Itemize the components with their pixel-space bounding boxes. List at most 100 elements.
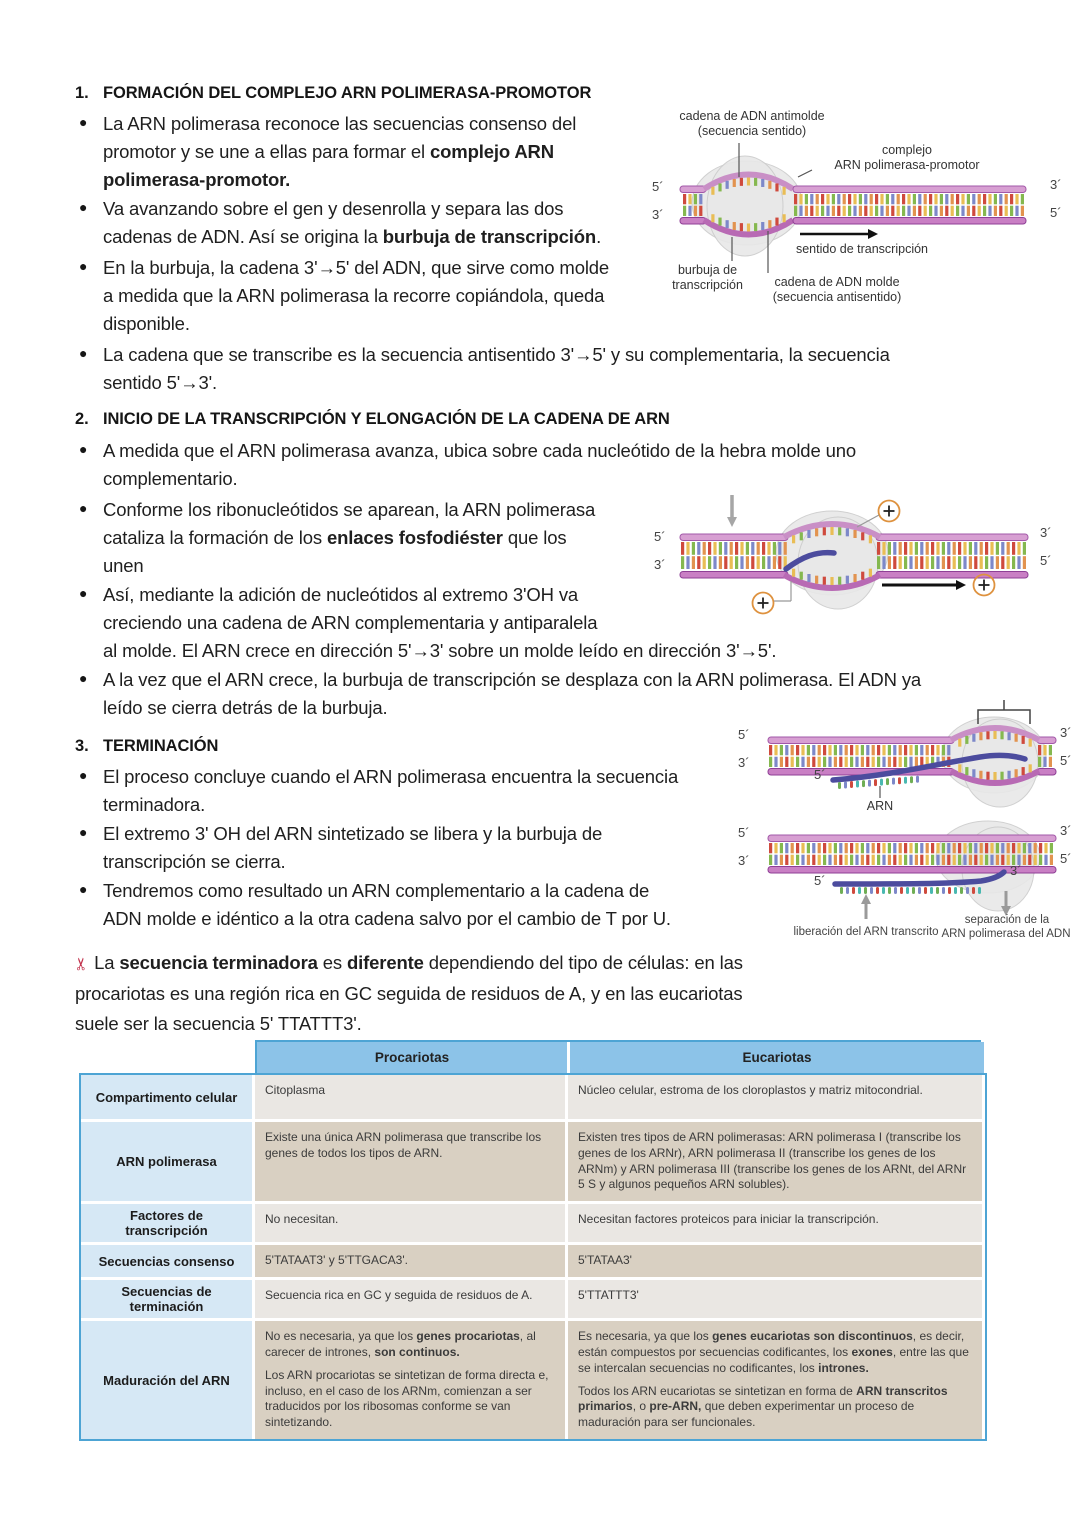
row-label: Factores de transcripción — [81, 1204, 252, 1243]
bullet-text: El extremo 3' OH del ARN sintetizado se … — [103, 823, 603, 872]
cell-eucariotas: 5'TATAA3' — [568, 1245, 982, 1278]
bullet-text: Conforme los ribonucleótidos se aparean,… — [103, 499, 596, 576]
cell-eucariotas: Núcleo celular, estroma de los cloroplas… — [568, 1075, 982, 1119]
bullet-text: El proceso concluye cuando el ARN polime… — [103, 766, 679, 815]
bullet-dot: ● — [79, 767, 88, 783]
bullet-dot: ● — [79, 500, 88, 516]
label-complex-1: complejo — [881, 143, 933, 157]
cell-eucariotas: Necesitan factores proteicos para inicia… — [568, 1204, 982, 1243]
bullet-dot: ● — [79, 441, 88, 457]
bullet-text: A medida que el ARN polimerasa avanza, u… — [103, 440, 856, 489]
bullet-dot: ● — [79, 345, 88, 361]
bullet-text: A la vez que el ARN crece, la burbuja de… — [103, 669, 922, 718]
note-text: La secuencia terminadora es diferente de… — [75, 952, 743, 1034]
label-bubble-2: transcripción — [672, 278, 743, 292]
strand-end-5: 5´ — [738, 825, 750, 840]
strand-end-3: 3´ — [654, 557, 666, 572]
section-title: TERMINACIÓN — [103, 737, 219, 755]
section-title: FORMACIÓN DEL COMPLEJO ARN POLIMERASA-PR… — [103, 84, 592, 102]
figure-termination: 5´ 3´ 3´ 5´ 5´ ARN 5´ 3´ 3´ 5´ 5´ 3´ lib… — [738, 697, 1078, 947]
section-3-heading: 3. TERMINACIÓN — [75, 737, 218, 756]
section-2-heading: 2. INICIO DE LA TRANSCRIPCIÓN Y ELONGACI… — [75, 410, 670, 429]
bullet-item: ● Tendremos como resultado un ARN comple… — [76, 877, 823, 933]
label-sense-sequence: (secuencia sentido) — [697, 124, 807, 138]
bullet-dot: ● — [79, 585, 88, 601]
bullet-dot: ● — [79, 881, 88, 897]
cell-procariotas: Existe una única ARN polimerasa que tran… — [255, 1122, 565, 1202]
label-polymerase-separation-2: ARN polimerasa del ADN — [941, 928, 1071, 940]
strand-end-3: 3´ — [1060, 725, 1072, 740]
row-label: Secuencias de terminación — [81, 1280, 252, 1319]
table-body: Compartimento celular Citoplasma Núcleo … — [79, 1073, 987, 1442]
strand-end-3: 3´ — [738, 853, 750, 868]
bullet-text: En la burbuja, la cadena 3'→5' del ADN, … — [103, 257, 610, 334]
bullet-text: Tendremos como resultado un ARN compleme… — [103, 880, 671, 929]
strand-end-5: 5´ — [1060, 851, 1072, 866]
bullet-dot: ● — [79, 670, 88, 686]
dna-elongation-diagram — [679, 495, 1029, 615]
comparison-table: Procariotas Eucariotas Compartimento cel… — [79, 1040, 987, 1442]
bullet-item: ● La cadena que se transcribe es la secu… — [76, 341, 1053, 397]
strand-end-3: 3´ — [1050, 177, 1062, 192]
row-label: Secuencias consenso — [81, 1245, 252, 1278]
section-title: INICIO DE LA TRANSCRIPCIÓN Y ELONGACIÓN … — [103, 410, 670, 428]
label-rna: ARN — [866, 799, 894, 813]
table-header-eucariotas: Eucariotas — [570, 1042, 984, 1073]
cell-procariotas: No es necesaria, ya que los genes procar… — [255, 1321, 565, 1440]
label-bubble-1: burbuja de — [677, 263, 738, 277]
bullet-dot: ● — [79, 199, 88, 215]
bullet-text: Así, mediante la adición de nucleótidos … — [103, 584, 777, 661]
strand-end-5: 5´ — [1040, 553, 1052, 568]
figure-elongation: 5´ 3´ 3´ 5´ — [652, 487, 1062, 637]
label-polymerase-separation-1: separación de la — [964, 914, 1050, 926]
bullet-item: ● Va avanzando sobre el gen y desenrolla… — [76, 195, 703, 251]
strand-end-3: 3´ — [738, 755, 750, 770]
strand-end-5: 5´ — [1060, 753, 1072, 768]
bullet-item: ● En la burbuja, la cadena 3'→5' del ADN… — [76, 254, 723, 338]
figure-promoter-complex: cadena de ADN antimolde (secuencia senti… — [652, 103, 1072, 318]
dna-promoter-diagram — [679, 143, 1027, 273]
label-transcription-direction: sentido de transcripción — [795, 242, 929, 256]
cell-procariotas: 5'TATAAT3' y 5'TTGACA3'. — [255, 1245, 565, 1278]
section-number: 3. — [75, 737, 89, 755]
bullet-item: ● A medida que el ARN polimerasa avanza,… — [76, 437, 1053, 493]
strand-end-3: 3´ — [652, 207, 664, 222]
bullet-dot: ● — [79, 258, 88, 274]
strand-end-3: 3´ — [1040, 525, 1052, 540]
strand-end-5: 5´ — [652, 179, 664, 194]
bullet-text: La cadena que se transcribe es la secuen… — [103, 344, 890, 393]
section-1-heading: 1. FORMACIÓN DEL COMPLEJO ARN POLIMERASA… — [75, 84, 591, 103]
rna-end-5: 5´ — [814, 767, 826, 782]
bullet-item: ● El proceso concluye cuando el ARN poli… — [76, 763, 803, 819]
cell-procariotas: Citoplasma — [255, 1075, 565, 1119]
cell-eucariotas: Es necesaria, ya que los genes eucariota… — [568, 1321, 982, 1440]
bullet-item: ● Conforme los ribonucleótidos se aparea… — [76, 496, 723, 580]
scissors-icon: ✂ — [72, 956, 92, 972]
label-antisense-strand: cadena de ADN antimolde — [679, 109, 825, 123]
bullet-item: ● La ARN polimerasa reconoce las secuenc… — [76, 110, 703, 194]
section-number: 1. — [75, 84, 89, 102]
strand-end-5: 5´ — [654, 529, 666, 544]
table-header-row: Procariotas Eucariotas — [255, 1040, 984, 1073]
rna-end-5: 5´ — [814, 873, 826, 888]
cell-eucariotas: 5'TTATTT3' — [568, 1280, 982, 1319]
table-header-procariotas: Procariotas — [257, 1042, 567, 1073]
row-label: Maduración del ARN — [81, 1321, 252, 1440]
bullet-item: ● Así, mediante la adición de nucleótido… — [76, 581, 1053, 665]
bullet-item: ● El extremo 3' OH del ARN sintetizado s… — [76, 820, 803, 876]
rna-end-3: 3´ — [1010, 863, 1022, 878]
cell-procariotas: Secuencia rica en GC y seguida de residu… — [255, 1280, 565, 1319]
bullet-text: La ARN polimerasa reconoce las secuencia… — [103, 113, 577, 190]
terminator-note: ✂La secuencia terminadora es diferente d… — [72, 948, 865, 1039]
bullet-dot: ● — [79, 114, 88, 130]
label-complex-2: ARN polimerasa-promotor — [834, 158, 980, 172]
strand-end-5: 5´ — [1050, 205, 1062, 220]
row-label: ARN polimerasa — [81, 1122, 252, 1202]
strand-end-3: 3´ — [1060, 823, 1072, 838]
cell-procariotas: No necesitan. — [255, 1204, 565, 1243]
label-antisense-sequence: (secuencia antisentido) — [772, 290, 902, 304]
bullet-text: Va avanzando sobre el gen y desenrolla y… — [103, 198, 602, 247]
label-template-strand: cadena de ADN molde — [774, 275, 900, 289]
bullet-dot: ● — [79, 824, 88, 840]
